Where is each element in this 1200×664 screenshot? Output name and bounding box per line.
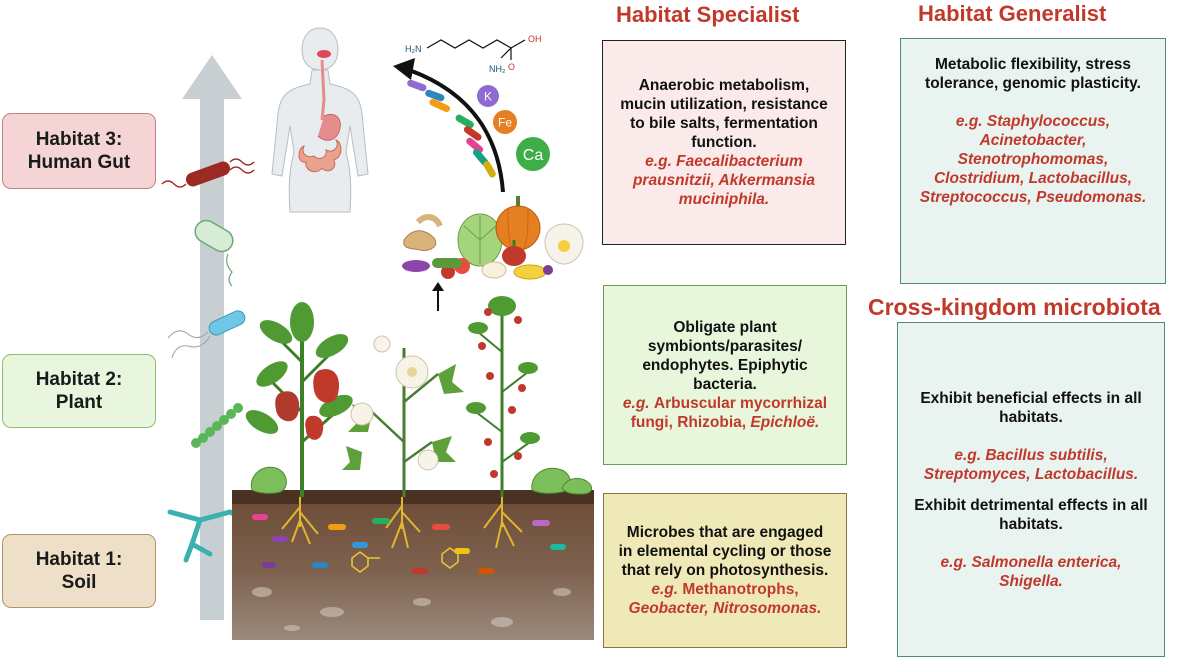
soil-specialist-text: Microbes that are engaged in elemental c… [618, 524, 832, 579]
amino-oh: OH [528, 34, 542, 44]
habitat-generalist-box: Metabolic flexibility, stress tolerance,… [900, 38, 1166, 284]
soil-eg-italic: Geobacter, Nitrosomonas. [628, 600, 822, 617]
generalist-text: Metabolic flexibility, stress tolerance,… [925, 56, 1141, 92]
soil-specialist-examples: e.g. Methanotrophs, Geobacter, Nitrosomo… [618, 580, 832, 618]
plant-specialist-examples: e.g. Arbuscular mycorrhizal fungi, Rhizo… [618, 394, 832, 432]
plant-specialist-text: Obligate plant symbionts/parasites/ endo… [642, 319, 808, 393]
habitat-2-label: Habitat 2:Plant [2, 354, 156, 428]
cross-kingdom-heading: Cross-kingdom microbiota [868, 294, 1161, 320]
amino-o: O [508, 62, 515, 72]
up-arrow-small [432, 282, 444, 311]
habitat-generalist-heading: Habitat Generalist [918, 1, 1107, 26]
amino-nh2-bottom: NH₂ [489, 64, 506, 74]
gut-specialist-box: Anaerobic metabolism, mucin utilization,… [602, 40, 846, 245]
habitat-progression-arrow [182, 55, 242, 620]
soil-eg-plain: Methanotrophs, [682, 581, 799, 598]
spirochete-icon [167, 310, 246, 359]
plants-soil-illustration [232, 296, 594, 640]
soil-eg-prefix: e.g. [651, 581, 679, 598]
calcium-icon [516, 137, 550, 171]
vegetables-illustration [402, 196, 584, 280]
habitat-3-label: Habitat 3:Human Gut [2, 113, 156, 189]
nutrient-flow-illustration: H₂N OH O NH₂ K Fe Ca [393, 34, 550, 193]
soil-specialist-box: Microbes that are engaged in elemental c… [603, 493, 847, 648]
generalist-examples: e.g. Staphylococcus, Acinetobacter, Sten… [919, 113, 1147, 206]
plant-eg-italic: Epichloë. [750, 414, 820, 431]
mineral-ca: Ca [523, 147, 544, 164]
detrimental-examples: e.g. Salmonella enterica, Shigella. [940, 553, 1122, 590]
mineral-fe: Fe [498, 116, 512, 130]
plant-eg-plain: Arbuscular mycorrhizal fungi, Rhizobia, [630, 395, 828, 431]
plant-bacterium-icon [194, 219, 234, 287]
human-body-illustration [271, 27, 369, 213]
amino-acid-molecule [426, 39, 526, 60]
beneficial-text: Exhibit beneficial effects in all habita… [920, 389, 1142, 426]
streptococcus-chain-icon [191, 403, 243, 448]
gut-specialist-examples: e.g. Faecalibacterium prausnitzii, Akker… [632, 153, 816, 208]
plant-eg-prefix: e.g. [622, 395, 650, 412]
gut-bacterium-icon [161, 158, 255, 188]
detrimental-text: Exhibit detrimental effects in all habit… [914, 496, 1148, 533]
habitat-specialist-heading: Habitat Specialist [616, 2, 800, 27]
beneficial-examples: e.g. Bacillus subtilis, Streptomyces, La… [923, 446, 1139, 483]
plant-specialist-box: Obligate plant symbionts/parasites/ endo… [603, 285, 847, 465]
mineral-k: K [484, 90, 492, 104]
amino-nh2-top: H₂N [405, 44, 422, 54]
gut-bacteria-stream [407, 79, 496, 178]
iron-icon [493, 110, 517, 134]
habitat-1-label: Habitat 1:Soil [2, 534, 156, 608]
cross-kingdom-box: Exhibit beneficial effects in all habita… [897, 322, 1165, 657]
gut-specialist-text: Anaerobic metabolism, mucin utilization,… [620, 77, 828, 151]
potassium-icon [477, 85, 499, 107]
